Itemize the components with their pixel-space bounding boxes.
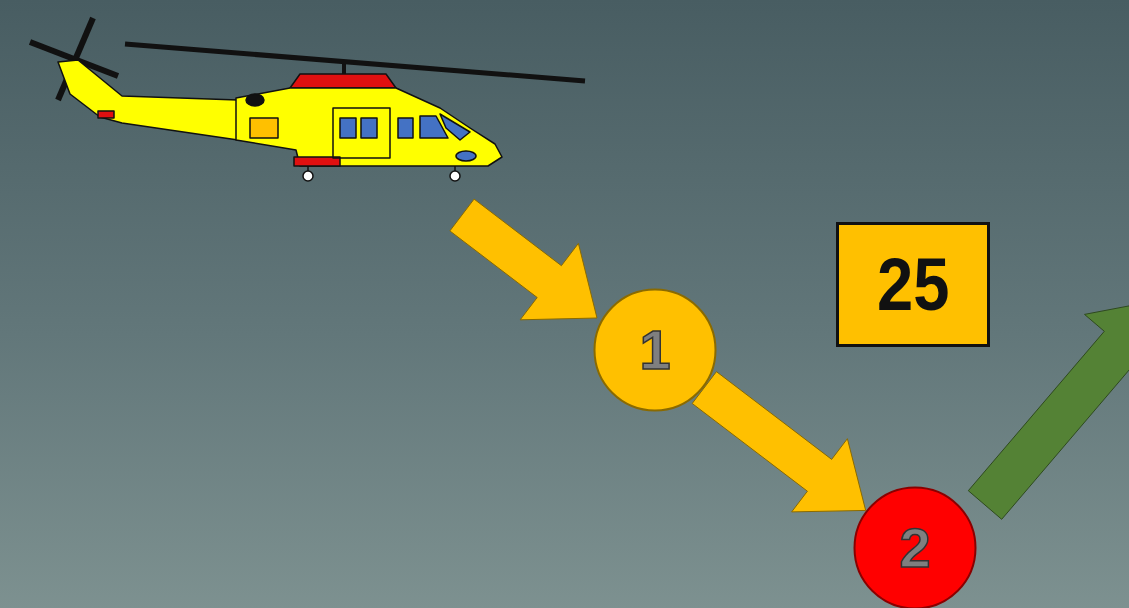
exhaust [246, 94, 264, 106]
exit-arrow [968, 300, 1129, 519]
window [398, 118, 413, 138]
window [340, 118, 356, 138]
door [333, 108, 390, 158]
tail-light [98, 111, 114, 118]
value-box: 25 [836, 222, 990, 347]
circle-shape [595, 290, 716, 411]
window [250, 118, 278, 138]
windscreen [440, 114, 470, 140]
circle-shape [855, 488, 976, 608]
value-label: 25 [877, 248, 949, 322]
fuselage [236, 88, 502, 166]
helicopter [30, 18, 585, 181]
tail-boom [58, 60, 238, 140]
step-circle: 2 [853, 486, 977, 608]
window [361, 118, 377, 138]
wheel [303, 171, 313, 181]
main-rotor [125, 44, 585, 81]
callout-number: 1 [639, 322, 670, 378]
step-circle: 1 [593, 288, 717, 412]
approach-arrow [450, 199, 597, 320]
callout-number: 2 [899, 520, 930, 576]
engine-cowling [290, 74, 396, 88]
flow-arrow [692, 372, 865, 512]
wheel [450, 171, 460, 181]
nose-window [456, 151, 476, 161]
